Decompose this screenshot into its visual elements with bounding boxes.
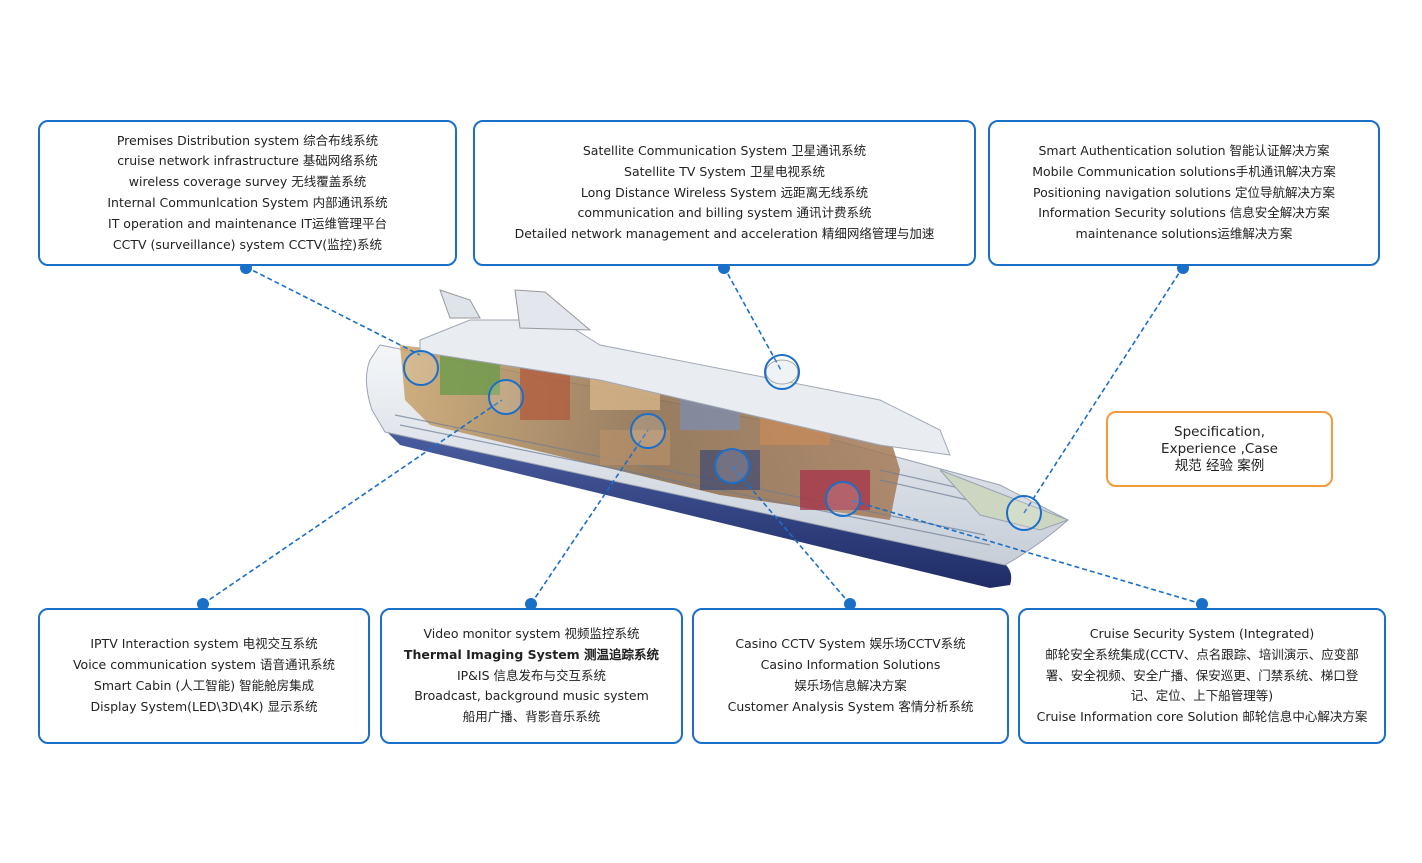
satellite-line-1: Satellite Communication System 卫星通讯系统 (582, 143, 867, 158)
spec-line-3: 规范 经验 案例 (1174, 457, 1265, 474)
video-line-1: Video monitor system 视频监控系统 (423, 626, 640, 641)
satellite-line-4: communication and billing system 通讯计费系统 (577, 205, 872, 221)
hotspot-security (825, 481, 861, 517)
video-line-4: Broadcast, background music system (414, 688, 649, 704)
smart-authentication-box: Smart Authentication solution 智能认证解决方案 M… (988, 120, 1380, 266)
smart-line-5: maintenance solutions运维解决方案 (1075, 226, 1293, 242)
ship-keel (385, 430, 1012, 588)
security-line-2: 邮轮安全系统集成(CCTV、点名跟踪、培训演示、应变部署、安全视频、安全广播、保… (1045, 646, 1359, 704)
premises-line-3: wireless coverage survey 无线覆盖系统 (128, 174, 367, 190)
satellite-line-3: Long Distance Wireless System 远距离无线系统 (580, 184, 869, 200)
iptv-line-1: IPTV Interaction system 电视交互系统 (90, 636, 318, 652)
video-line-5: 船用广播、背影音乐系统 (462, 709, 601, 725)
satellite-communication-box: Satellite Communication System 卫星通讯系统 Sa… (473, 120, 976, 266)
video-monitor-box: Video monitor system 视频监控系统 Thermal Imag… (380, 608, 683, 744)
smart-line-4: Information Security solutions 信息安全解决方案 (1038, 205, 1330, 221)
spec-line-1: Specification, (1174, 423, 1265, 440)
casino-cctv-box: Casino CCTV System 娱乐场CCTV系统 Casino Info… (692, 608, 1009, 744)
hotspot-satellite (764, 354, 800, 390)
connector-lines (202, 266, 1203, 605)
hotspot-iptv (488, 379, 524, 415)
casino-line-4: Customer Analysis System 客情分析系统 (727, 698, 974, 714)
video-line-2: Thermal Imaging System 测温追踪系统 (403, 646, 660, 662)
satellite-line-5: Detailed network management and accelera… (514, 226, 935, 242)
smart-line-3: Positioning navigation solutions 定位导航解决方… (1033, 184, 1335, 200)
iptv-line-3: Smart Cabin (人工智能) 智能舱房集成 (93, 678, 315, 693)
premises-distribution-box: Premises Distribution system 综合布线系统 crui… (38, 120, 457, 266)
hotspot-circles (403, 350, 1042, 531)
security-line-3: Cruise Information core Solution 邮轮信息中心解… (1036, 709, 1368, 725)
premises-line-2: cruise network infrastructure 基础网络系统 (117, 153, 378, 169)
hotspot-video (630, 413, 666, 449)
hotspot-network (403, 350, 439, 386)
smart-line-2: Mobile Communication solutions手机通讯解决方案 (1032, 163, 1336, 179)
cruise-ship-illustration (366, 289, 1070, 588)
iptv-line-4: Display System(LED\3D\4K) 显示系统 (90, 698, 318, 714)
hotspot-smart (1006, 495, 1042, 531)
casino-line-1: Casino CCTV System 娱乐场CCTV系统 (735, 636, 966, 652)
cruise-security-box: Cruise Security System (Integrated) 邮轮安全… (1018, 608, 1386, 744)
security-line-1: Cruise Security System (Integrated) (1089, 626, 1315, 641)
spec-line-2: Experience ,Case (1161, 440, 1278, 457)
video-line-3: IP&IS 信息发布与交互系统 (456, 667, 607, 683)
iptv-interaction-box: IPTV Interaction system 电视交互系统 Voice com… (38, 608, 370, 744)
premises-line-6: CCTV (surveillance) system CCTV(监控)系统 (112, 236, 383, 252)
casino-line-2: Casino Information Solutions (760, 657, 941, 673)
specification-box: Specification, Experience ,Case 规范 经验 案例 (1106, 411, 1333, 487)
premises-line-1: Premises Distribution system 综合布线系统 (116, 132, 379, 148)
premises-line-4: Internal Communlcation System 内部通讯系统 (107, 195, 388, 210)
casino-line-3: 娱乐场信息解决方案 (794, 678, 907, 693)
smart-line-1: Smart Authentication solution 智能认证解决方案 (1038, 143, 1330, 158)
iptv-line-2: Voice communication system 语音通讯系统 (72, 657, 336, 673)
satellite-line-2: Satellite TV System 卫星电视系统 (624, 163, 825, 179)
premises-line-5: IT operation and maintenance IT运维管理平台 (108, 215, 387, 231)
hotspot-casino (714, 448, 750, 484)
